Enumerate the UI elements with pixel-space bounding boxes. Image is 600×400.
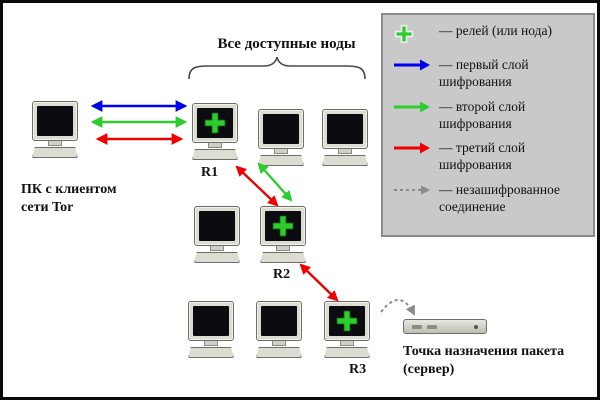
keyboard xyxy=(32,147,78,158)
legend-item-first-layer: — первый слой шифрования xyxy=(393,57,585,91)
relay2-label: R2 xyxy=(273,267,291,282)
pc-computer-icon xyxy=(31,101,79,158)
r1-r2-red-arrow xyxy=(235,165,279,207)
pc-label: ПК с клиентом сети Tor xyxy=(21,182,117,215)
screen xyxy=(265,211,301,241)
node-icon xyxy=(255,301,303,358)
node-icon xyxy=(193,206,241,263)
keyboard xyxy=(192,149,238,160)
unencrypted-arrow xyxy=(380,299,415,316)
node-icon xyxy=(321,109,369,166)
monitor-stand xyxy=(272,341,286,346)
legend-label: — незашифрованное соединение xyxy=(439,182,560,214)
screen xyxy=(199,211,235,241)
legend-item-second-layer: — второй слой шифрования xyxy=(393,99,585,133)
monitor xyxy=(258,109,304,149)
legend-box: — релей (или нода) — первый слой шифрова… xyxy=(381,13,595,237)
node-icon xyxy=(257,109,305,166)
server-icon xyxy=(403,319,487,334)
monitor xyxy=(32,101,78,141)
dashed-arrow-icon xyxy=(393,182,439,202)
monitor-stand xyxy=(274,149,288,154)
relay1-label: R1 xyxy=(201,165,219,180)
screen xyxy=(329,306,365,336)
red-arrow-icon xyxy=(393,140,439,160)
keyboard xyxy=(256,347,302,358)
screen xyxy=(327,114,363,144)
server-slot xyxy=(412,324,422,329)
screen xyxy=(37,106,73,136)
keyboard xyxy=(322,155,368,166)
relay-plus-icon xyxy=(272,215,294,237)
monitor xyxy=(322,109,368,149)
relay-r1-icon xyxy=(191,103,239,160)
keyboard xyxy=(258,155,304,166)
monitor xyxy=(192,103,238,143)
legend-label: — третий слой шифрования xyxy=(439,140,526,173)
monitor-stand xyxy=(48,141,62,146)
screen xyxy=(263,114,299,144)
curly-brace xyxy=(188,57,366,79)
relay-plus-icon xyxy=(336,310,358,332)
monitor xyxy=(260,206,306,246)
relay-plus-icon xyxy=(393,23,439,49)
server-led xyxy=(474,324,478,329)
keyboard xyxy=(188,347,234,358)
monitor xyxy=(324,301,370,341)
legend-item-unencrypted: — незашифрованное соединение xyxy=(393,182,585,216)
monitor-stand xyxy=(276,246,290,251)
screen xyxy=(197,108,233,138)
monitor-stand xyxy=(338,149,352,154)
legend-label: — второй слой шифрования xyxy=(439,98,526,131)
keyboard xyxy=(260,252,306,263)
monitor xyxy=(256,301,302,341)
legend-label: — релей (или нода) xyxy=(439,23,552,38)
monitor xyxy=(188,301,234,341)
server-slot xyxy=(427,324,437,329)
relay-plus-icon xyxy=(204,112,226,134)
destination-label: Точка назначения пакета (сервер) xyxy=(403,344,565,377)
screen xyxy=(261,306,297,336)
legend-item-relay: — релей (или нода) xyxy=(393,23,585,49)
relay3-label: R3 xyxy=(349,362,367,377)
legend-label: — первый слой шифрования xyxy=(439,56,529,89)
keyboard xyxy=(324,347,370,358)
monitor-stand xyxy=(210,246,224,251)
relay-r3-icon xyxy=(323,301,371,358)
monitor-stand xyxy=(340,341,354,346)
relay-r2-icon xyxy=(259,206,307,263)
monitor-stand xyxy=(208,143,222,148)
screen xyxy=(193,306,229,336)
monitor xyxy=(194,206,240,246)
green-arrow-icon xyxy=(393,99,439,119)
node-icon xyxy=(187,301,235,358)
keyboard xyxy=(194,252,240,263)
legend-item-third-layer: — третий слой шифрования xyxy=(393,140,585,174)
monitor-stand xyxy=(204,341,218,346)
blue-arrow-icon xyxy=(393,57,439,77)
r1-r2-green-arrow xyxy=(257,162,293,202)
r2-r3-red-arrow xyxy=(299,263,339,302)
all-nodes-label: Все доступные ноды xyxy=(217,36,356,52)
